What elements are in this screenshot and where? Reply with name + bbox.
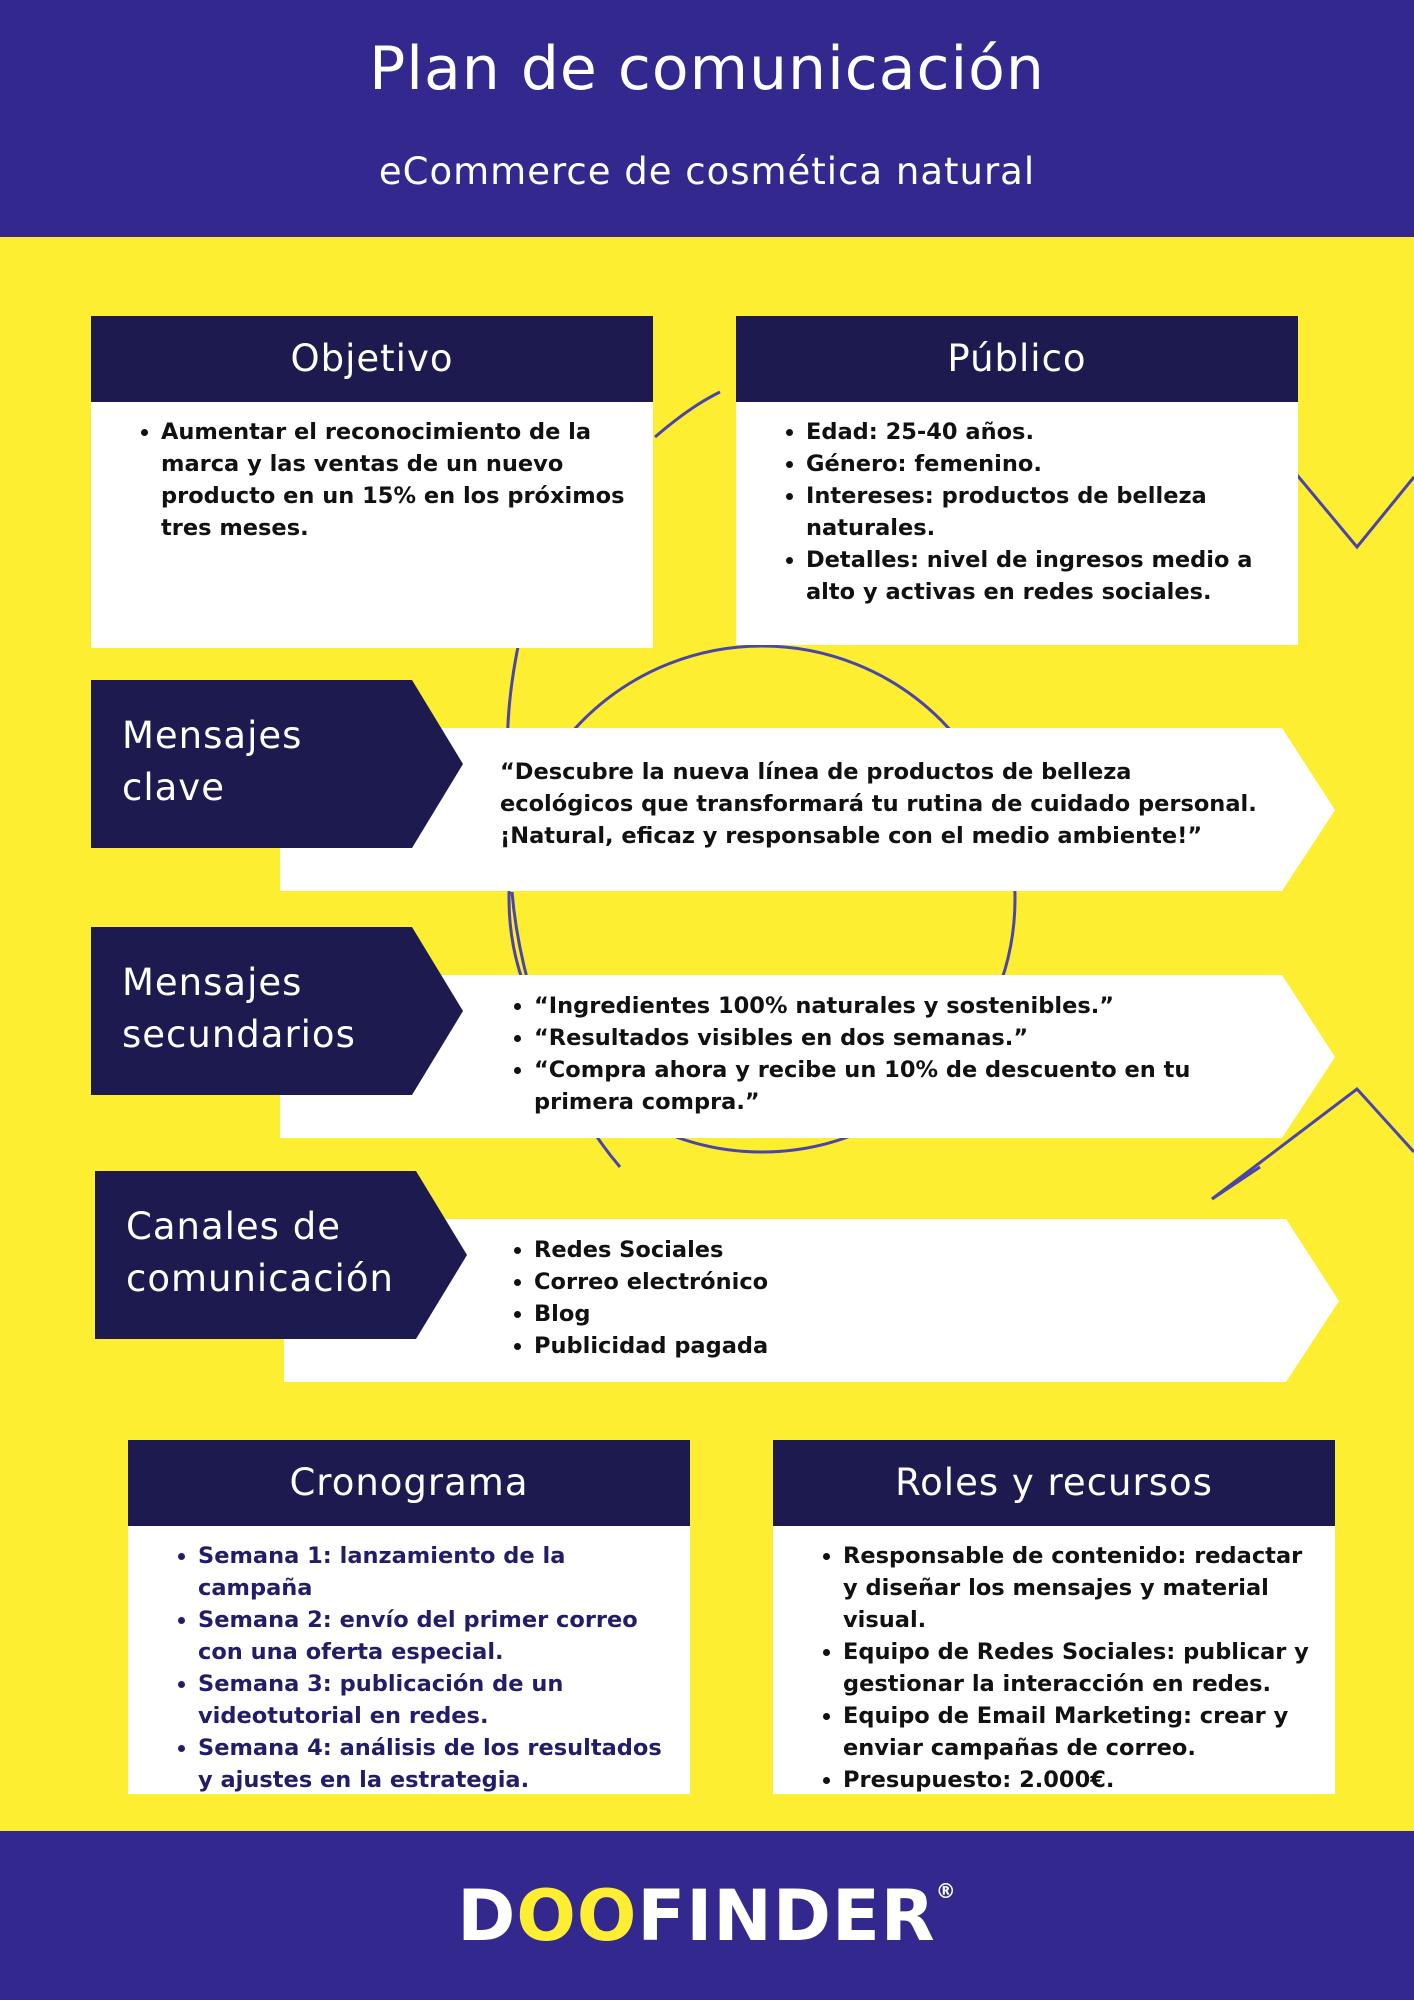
list-item: Edad: 25-40 años. bbox=[806, 416, 1278, 448]
canales-heading: Canales de comunicación bbox=[126, 1205, 394, 1300]
header-banner: Plan de comunicación eCommerce de cosmét… bbox=[0, 0, 1414, 237]
roles-heading: Roles y recursos bbox=[773, 1440, 1335, 1526]
list-item: Semana 4: análisis de los resultados y a… bbox=[198, 1732, 670, 1796]
page-subtitle: eCommerce de cosmética natural bbox=[378, 150, 1036, 193]
list-item: Publicidad pagada bbox=[534, 1330, 1260, 1362]
list-item: Aumentar el reconocimiento de la marca y… bbox=[161, 416, 633, 544]
list-item: “Compra ahora y recibe un 10% de descuen… bbox=[534, 1054, 1260, 1118]
cronograma-card: Cronograma Semana 1: lanzamiento de la c… bbox=[128, 1440, 690, 1794]
doofinder-logo: DOOFINDER® bbox=[457, 1875, 957, 1957]
list-item: Género: femenino. bbox=[806, 448, 1278, 480]
list-item: Correo electrónico bbox=[534, 1266, 1260, 1298]
mensajes-secundarios-list: “Ingredientes 100% naturales y sostenibl… bbox=[500, 990, 1260, 1118]
list-item: Responsable de contenido: redactar y dis… bbox=[843, 1540, 1315, 1636]
publico-heading: Público bbox=[736, 316, 1298, 402]
list-item: Semana 1: lanzamiento de la campaña bbox=[198, 1540, 670, 1604]
objetivo-heading: Objetivo bbox=[91, 316, 653, 402]
mensajes-secundarios-heading: Mensajes secundarios bbox=[122, 961, 356, 1056]
list-item: Semana 2: envío del primer correo con un… bbox=[198, 1604, 670, 1668]
publico-card: Público Edad: 25-40 años. Género: femeni… bbox=[736, 316, 1298, 645]
footer-banner: DOOFINDER® bbox=[0, 1831, 1414, 2000]
canales-list: Redes Sociales Correo electrónico Blog P… bbox=[500, 1234, 1260, 1362]
page-title: Plan de comunicación bbox=[369, 34, 1045, 104]
list-item: “Resultados visibles en dos semanas.” bbox=[534, 1022, 1260, 1054]
list-item: Redes Sociales bbox=[534, 1234, 1260, 1266]
roles-card: Roles y recursos Responsable de contenid… bbox=[773, 1440, 1335, 1794]
cronograma-heading: Cronograma bbox=[128, 1440, 690, 1526]
objetivo-list: Aumentar el reconocimiento de la marca y… bbox=[91, 402, 653, 544]
publico-list: Edad: 25-40 años. Género: femenino. Inte… bbox=[736, 402, 1298, 608]
objetivo-card: Objetivo Aumentar el reconocimiento de l… bbox=[91, 316, 653, 648]
list-item: “Ingredientes 100% naturales y sostenibl… bbox=[534, 990, 1260, 1022]
list-item: Equipo de Email Marketing: crear y envia… bbox=[843, 1700, 1315, 1764]
roles-list: Responsable de contenido: redactar y dis… bbox=[773, 1526, 1335, 1796]
mensajes-clave-heading: Mensajes clave bbox=[122, 714, 303, 809]
cronograma-list: Semana 1: lanzamiento de la campaña Sema… bbox=[128, 1526, 690, 1796]
list-item: Presupuesto: 2.000€. bbox=[843, 1764, 1315, 1796]
mensajes-clave-text: “Descubre la nueva línea de productos de… bbox=[500, 759, 1257, 849]
list-item: Intereses: productos de belleza naturale… bbox=[806, 480, 1278, 544]
list-item: Equipo de Redes Sociales: publicar y ges… bbox=[843, 1636, 1315, 1700]
list-item: Blog bbox=[534, 1298, 1260, 1330]
list-item: Detalles: nivel de ingresos medio a alto… bbox=[806, 544, 1278, 608]
list-item: Semana 3: publicación de un videotutoria… bbox=[198, 1668, 670, 1732]
